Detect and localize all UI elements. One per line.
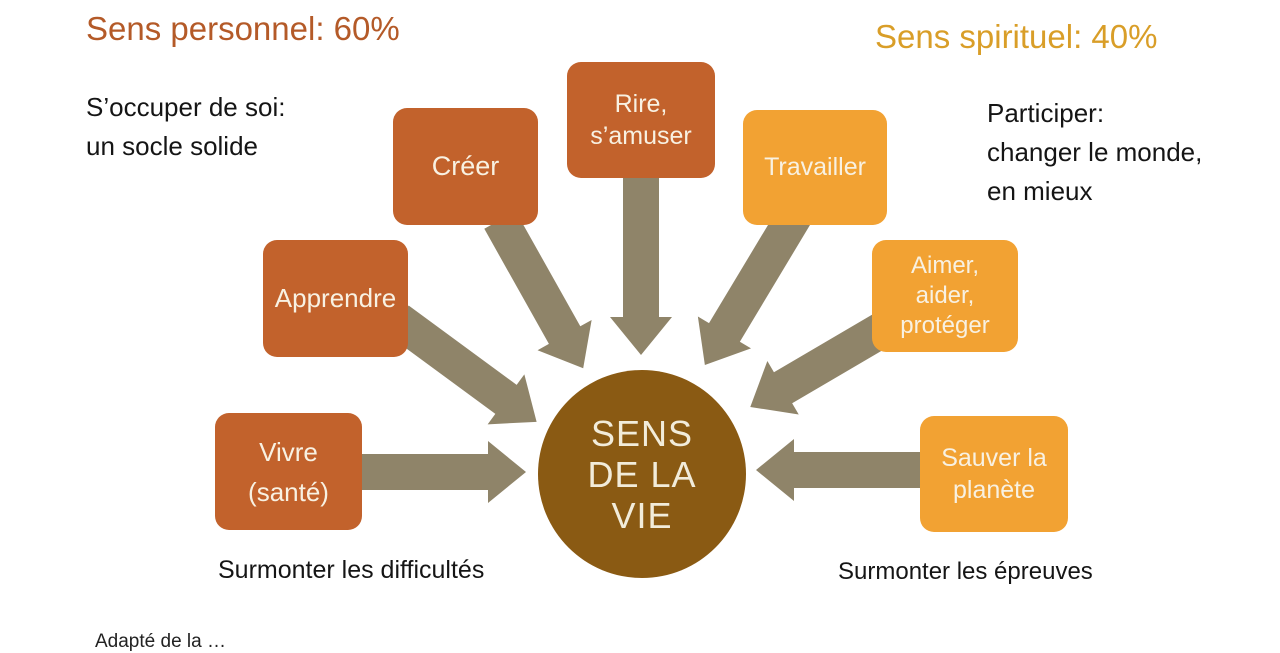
arrow-vivre-icon (355, 441, 526, 503)
arrow-creer-icon (484, 211, 592, 369)
center-line1: SENS (590, 412, 694, 454)
node-sauver-line1: Sauver la (941, 444, 1047, 472)
subtitle-spiritual-line2: changer le monde, (987, 137, 1203, 167)
node-vivre-sante: Vivre (santé) (215, 413, 362, 530)
node-creer: Créer (393, 108, 538, 225)
node-apprendre: Apprendre (263, 240, 408, 357)
subtitle-spiritual: Participer: changer le monde, en mieux (987, 94, 1202, 211)
node-aimer-line2: aider, (915, 282, 975, 309)
caption-surmonter-difficultes: Surmonter les difficultés (218, 556, 485, 584)
node-rire-samuser: Rire, s’amuser (567, 62, 715, 178)
node-aimer-line1: Aimer, (910, 252, 979, 279)
arrow-sauver-icon (756, 439, 925, 501)
subtitle-personal-line2: un socle solide (86, 131, 258, 161)
node-rire-line2: s’amuser (590, 122, 692, 150)
node-creer-line1: Créer (431, 151, 500, 181)
node-vivre-line1: Vivre (259, 436, 318, 467)
node-rire-line1: Rire, (614, 90, 668, 118)
footer-attribution-clipped: Adapté de la … (95, 631, 226, 652)
title-sens-spirituel: Sens spirituel: 40% (875, 18, 1158, 55)
node-aimer-aider-proteger: Aimer, aider, protéger (872, 240, 1018, 352)
subtitle-spiritual-line1: Participer: (987, 98, 1105, 128)
node-aimer-line3: protéger (900, 312, 990, 339)
caption-surmonter-epreuves: Surmonter les épreuves (838, 558, 1093, 585)
arrow-apprendre-icon (387, 305, 537, 425)
arrow-aimer-icon (750, 309, 900, 415)
subtitle-personal: S’occuper de soi: un socle solide (86, 88, 285, 166)
subtitle-spiritual-line3: en mieux (987, 176, 1093, 206)
center-line2: DE LA (587, 453, 697, 495)
title-sens-personnel: Sens personnel: 60% (86, 10, 400, 47)
node-travailler-line1: Travailler (764, 153, 866, 181)
arrow-rire-icon (610, 170, 672, 355)
center-node-sens-de-la-vie: SENS DE LA VIE (538, 370, 746, 578)
node-sauver-la-planete: Sauver la planète (920, 416, 1068, 532)
node-vivre-line2: (santé) (248, 476, 329, 507)
node-apprendre-line1: Apprendre (274, 283, 397, 313)
node-travailler: Travailler (743, 110, 887, 225)
center-line3: VIE (611, 494, 673, 536)
arrow-travailler-icon (697, 205, 811, 366)
node-sauver-line2: planète (952, 476, 1036, 504)
subtitle-personal-line1: S’occuper de soi: (86, 92, 286, 122)
